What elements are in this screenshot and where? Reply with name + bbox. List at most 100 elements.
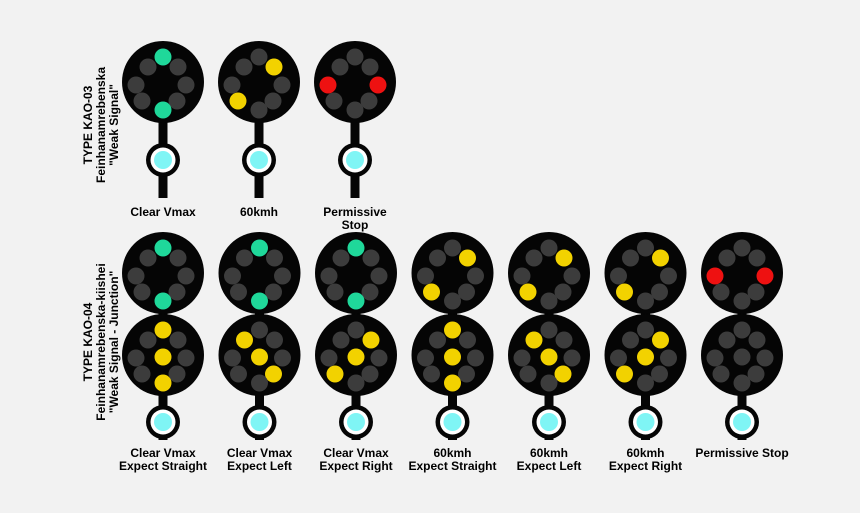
- lamp-yellow: [616, 365, 633, 383]
- lamp-off: [563, 349, 581, 367]
- lamp-off: [467, 349, 484, 367]
- lamp-green: [154, 101, 172, 119]
- lamp-off: [733, 321, 751, 339]
- lamp-yellow: [347, 348, 365, 366]
- lamp-off: [370, 349, 388, 367]
- lamp-off: [127, 349, 145, 367]
- lamp-off: [467, 267, 484, 285]
- lamp-off: [169, 58, 187, 76]
- lamp-off: [610, 267, 627, 285]
- lamp-green: [154, 292, 172, 310]
- lamp-off: [274, 349, 291, 367]
- lamp-yellow: [251, 348, 268, 366]
- lamp-off: [264, 92, 282, 110]
- lamp-off: [169, 249, 187, 267]
- section-title-line: Feinhanamrebenska: [94, 67, 108, 183]
- lamp-off: [127, 267, 145, 285]
- lamp-yellow: [154, 321, 172, 339]
- lamp-off: [370, 267, 388, 285]
- signal-post: [254, 82, 264, 198]
- signal-label-line: Expect Right: [609, 459, 682, 473]
- lamp-off: [555, 331, 573, 349]
- lamp-off: [423, 365, 440, 383]
- signal-label-line: 60kmh: [433, 446, 471, 460]
- section-title-line: TYPE KAO-03: [81, 85, 95, 164]
- lamp-red: [369, 76, 387, 94]
- lamp-off: [177, 76, 195, 94]
- lamp-off: [224, 349, 241, 367]
- lamp-off: [168, 283, 186, 301]
- lamp-off: [133, 92, 151, 110]
- lamp-yellow: [362, 331, 380, 349]
- lamp-off: [513, 267, 531, 285]
- lamp-cyan: [154, 151, 172, 169]
- lamp-cyan: [346, 151, 364, 169]
- lamp-off: [326, 283, 344, 301]
- lamp-yellow: [154, 374, 172, 392]
- lamp-off: [712, 365, 730, 383]
- lamp-off: [265, 283, 282, 301]
- signal-post: [158, 82, 168, 198]
- lamp-off: [733, 348, 751, 366]
- lamp-off: [513, 349, 531, 367]
- lamp-yellow: [444, 374, 461, 392]
- lamp-off: [458, 283, 475, 301]
- lamp-cyan: [347, 413, 365, 431]
- lamp-green: [251, 239, 268, 257]
- lamp-off: [236, 249, 253, 267]
- lamp-off: [332, 331, 350, 349]
- lamp-off: [706, 349, 724, 367]
- lamp-off: [637, 321, 654, 339]
- lamp-off: [733, 292, 751, 310]
- lamp-off: [347, 321, 365, 339]
- lamp-off: [459, 331, 476, 349]
- signal-label: Clear Vmax: [130, 205, 196, 219]
- lamp-off: [637, 374, 654, 392]
- lamp-off: [718, 331, 736, 349]
- lamp-yellow: [265, 58, 283, 76]
- lamp-off: [444, 292, 461, 310]
- lamp-off: [139, 58, 157, 76]
- lamp-yellow: [519, 283, 537, 301]
- lamp-off: [251, 321, 268, 339]
- lamp-off: [168, 365, 186, 383]
- lamp-cyan: [636, 413, 655, 431]
- lamp-off: [718, 249, 736, 267]
- lamp-yellow: [236, 331, 253, 349]
- signal-label-line: Clear Vmax: [130, 446, 196, 460]
- lamp-off: [168, 92, 186, 110]
- section-title-line: TYPE KAO-04: [81, 302, 95, 381]
- signal-label-line: 60kmh: [240, 205, 278, 219]
- lamp-off: [347, 374, 365, 392]
- lamp-off: [133, 283, 151, 301]
- lamp-off: [540, 374, 558, 392]
- signal-label-line: Stop: [342, 218, 369, 232]
- lamp-off: [554, 283, 572, 301]
- signal-post: [350, 82, 360, 198]
- lamp-off: [733, 239, 751, 257]
- lamp-off: [651, 365, 668, 383]
- lamp-off: [224, 267, 241, 285]
- lamp-yellow: [555, 249, 573, 267]
- lamp-yellow: [444, 321, 461, 339]
- lamp-off: [331, 58, 349, 76]
- signal-label-line: Clear Vmax: [227, 446, 293, 460]
- lamp-off: [444, 239, 461, 257]
- lamp-off: [519, 365, 537, 383]
- section-title-line: "Weak Signal - Junction": [107, 271, 121, 414]
- lamp-cyan: [540, 413, 558, 431]
- lamp-off: [747, 365, 765, 383]
- lamp-off: [651, 283, 668, 301]
- lamp-cyan: [443, 413, 462, 431]
- lamp-off: [610, 349, 627, 367]
- lamp-off: [622, 249, 639, 267]
- lamp-off: [362, 249, 380, 267]
